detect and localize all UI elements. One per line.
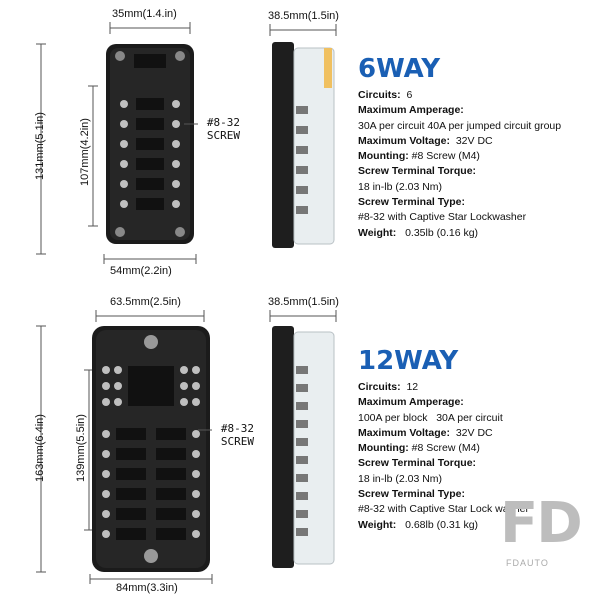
spec-weight-value: 0.35lb (0.16 kg) [405, 226, 479, 239]
twelve-way-front-view [92, 326, 210, 572]
six-way-fuse-block-image [106, 44, 194, 244]
six-way-front-view [106, 44, 194, 244]
spec-max-volt-label: Maximum Voltage: [358, 134, 450, 147]
twelve-way-specs: Circuits: 12 Maximum Amperage: 100A per … [358, 380, 529, 533]
spec-type-label: Screw Terminal Type: [358, 488, 465, 501]
six-way-screw-pointer [184, 123, 198, 125]
spec-weight-value: 0.68lb (0.31 kg) [405, 518, 479, 531]
twelve-way-title: 12WAY [358, 346, 459, 376]
fdauto-watermark: FD FDAUTO [496, 491, 583, 578]
six-way-inner-height-arrow [88, 85, 98, 227]
twelve-way-bottom-width-arrow [89, 574, 213, 584]
six-way-bottom-width-label: 54mm(2.2in) [110, 265, 172, 277]
twelve-way-side-view [272, 326, 336, 568]
twelve-way-top-width-label: 63.5mm(2.5in) [110, 296, 181, 308]
twelve-way-outer-height-label: 163mm(6.4in) [34, 414, 46, 482]
spec-torque-label: Screw Terminal Torque: [358, 457, 477, 470]
twelve-way-screw-pointer [198, 429, 212, 431]
spec-mounting-value: #8 Screw (M4) [411, 150, 480, 163]
twelve-way-screw-label-line1: #8-32 [220, 422, 254, 435]
six-way-top-width-arrow [109, 22, 191, 34]
spec-max-amp-value: 100A per block 30A per circuit [358, 411, 503, 424]
fdauto-logo-text: FDAUTO [506, 558, 549, 568]
twelve-way-screw-label: #8-32 SCREW [210, 422, 254, 448]
spec-circuits-value: 6 [406, 89, 413, 101]
spec-max-volt-value: 32V DC [455, 426, 493, 439]
spec-max-amp-value: 30A per circuit 40A per jumped circuit g… [358, 119, 562, 132]
twelve-way-fuse-block-image [92, 326, 210, 572]
six-way-title: 6WAY [358, 54, 441, 84]
six-way-bottom-width-arrow [103, 254, 197, 264]
six-way-inner-height-label: 107mm(4.2in) [79, 118, 91, 186]
spec-torque-label: Screw Terminal Torque: [358, 165, 477, 178]
six-way-side-view [272, 42, 336, 248]
spec-circuits-value: 12 [406, 381, 419, 393]
twelve-way-inner-height-label: 139mm(5.5in) [75, 414, 87, 482]
twelve-way-top-width-arrow [95, 310, 205, 322]
spec-mounting-label: Mounting: [358, 442, 409, 455]
spec-mounting-label: Mounting: [358, 150, 409, 163]
spec-type-label: Screw Terminal Type: [358, 196, 465, 209]
six-way-side-depth-label: 38.5mm(1.5in) [268, 10, 339, 22]
spec-max-amp-label: Maximum Amperage: [358, 104, 464, 117]
spec-circuits-label: Circuits: [358, 381, 401, 393]
six-way-screw-label-line1: #8-32 [206, 116, 240, 129]
six-way-top-width-label: 35mm(1.4.in) [112, 8, 177, 20]
six-way-side-view-image [272, 42, 335, 248]
spec-weight-label: Weight: [358, 226, 397, 239]
twelve-way-side-depth-arrow [269, 310, 337, 322]
six-way-screw-label: #8-32 SCREW [196, 116, 240, 142]
twelve-way-bottom-width-label: 84mm(3.3in) [116, 582, 178, 594]
spec-max-volt-label: Maximum Voltage: [358, 426, 450, 439]
six-way-outer-height-arrow [36, 43, 46, 255]
six-way-outer-height-label: 131mm(5.1in) [34, 112, 46, 180]
spec-max-amp-label: Maximum Amperage: [358, 396, 464, 409]
spec-type-value: #8-32 with Captive Star Lockwasher [358, 211, 527, 224]
twelve-way-screw-label-line2: SCREW [220, 435, 254, 448]
twelve-way-side-view-image [272, 326, 335, 568]
spec-max-volt-value: 32V DC [455, 134, 493, 147]
spec-torque-value: 18 in-lb (2.03 Nm) [358, 180, 443, 193]
six-way-specs: Circuits: 6 Maximum Amperage: 30A per ci… [358, 88, 561, 241]
fd-logo-mark: FD [500, 491, 583, 556]
twelve-way-side-depth-label: 38.5mm(1.5in) [268, 296, 339, 308]
spec-weight-label: Weight: [358, 518, 397, 531]
spec-mounting-value: #8 Screw (M4) [411, 442, 480, 455]
spec-circuits-label: Circuits: [358, 89, 401, 101]
twelve-way-outer-height-arrow [36, 325, 46, 573]
six-way-screw-label-line2: SCREW [206, 129, 240, 142]
spec-torque-value: 18 in-lb (2.03 Nm) [358, 472, 443, 485]
spec-type-value: #8-32 with Captive Star Lock washer [358, 503, 529, 516]
six-way-side-depth-arrow [269, 24, 337, 36]
